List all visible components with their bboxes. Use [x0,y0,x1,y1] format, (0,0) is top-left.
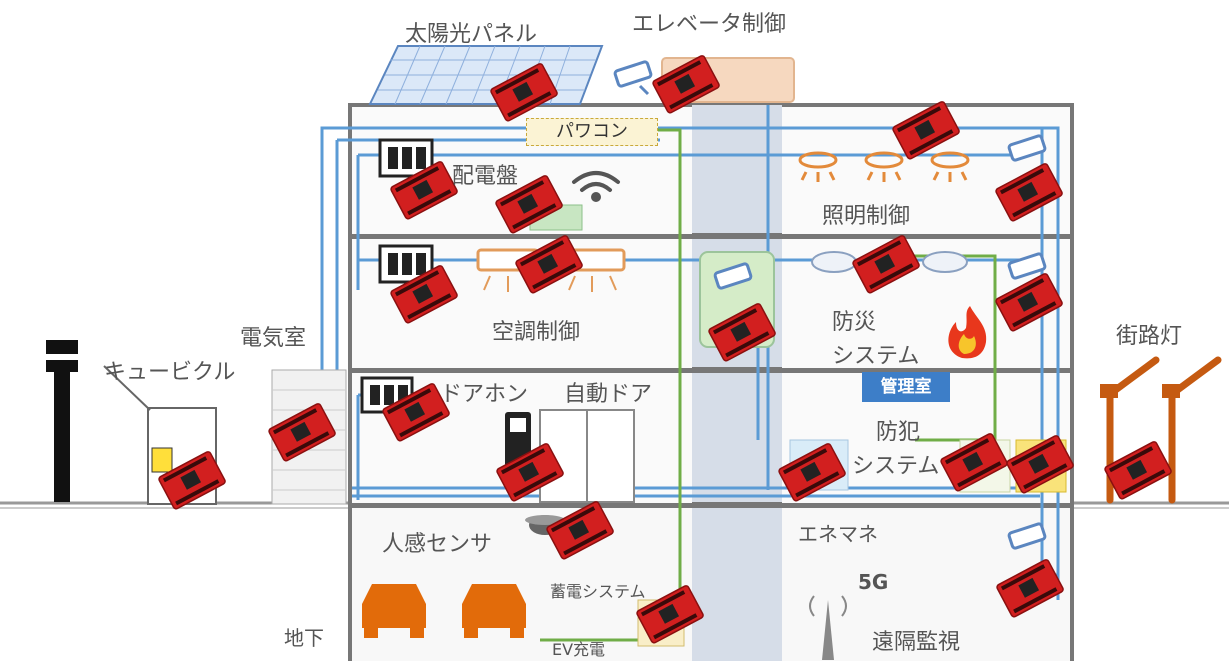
label-energy-management: エネマネ [798,522,878,546]
power-lines [540,128,997,642]
sliding-door-icon [539,409,635,503]
label-cubicle: キュービクル [104,360,236,385]
microcontroller-board-icon [852,235,920,294]
microcontroller-board-icon [268,403,336,462]
camera-icon [713,262,753,290]
car-icon [462,584,526,638]
microcontroller-board-icon [778,443,846,502]
label-disaster-prevention-2: システム [832,344,920,369]
label-elevator-control: エレベータ制御 [632,12,787,37]
smoke-detector-icon [811,251,968,273]
microcontroller-board-icon [940,433,1008,492]
ceiling-light-icon [798,151,970,182]
label-electrical-room: 電気室 [240,326,307,351]
microcontroller-board-icon [495,175,563,234]
microcontroller-board-icon [708,303,776,362]
microcontroller-board-icon [515,235,583,294]
microcontroller-board-icon [158,451,226,510]
label-door-phone: ドアホン [440,382,529,407]
camera-icon [613,60,1047,550]
microcontroller-board-icon [1104,441,1172,500]
label-lighting-control: 照明制御 [822,204,911,229]
label-storage-system: 蓄電システム [550,582,646,601]
label-ev-charging: EV充電 [552,640,606,659]
microcontroller-board-icon [995,273,1063,332]
label-solar-panel: 太陽光パネル [405,22,538,47]
microcontroller-board-icon [995,163,1063,222]
management-office-badge: 管理室 [862,372,950,402]
label-motion-sensor: 人感センサ [382,532,493,557]
microcontroller-board-icon [996,559,1064,618]
fire-icon [948,306,987,359]
label-5g: 5G [858,570,889,594]
label-remote-monitoring: 遠隔監視 [872,630,961,655]
microcontroller-boards [158,55,1172,644]
label-crime-prevention-1: 防犯 [876,420,921,445]
microcontroller-board-icon [892,101,960,160]
microcontroller-board-icon [496,443,564,502]
solar-panel-icon [368,45,604,105]
microcontroller-board-icon [382,383,450,442]
label-basement: 地下 [284,626,324,650]
microcontroller-board-icon [652,55,720,114]
microcontroller-board-icon [390,265,458,324]
label-disaster-prevention-1: 防災 [832,310,877,335]
microcontroller-board-icon [636,585,704,644]
label-power-conditioner: パワコン [526,118,658,146]
microcontroller-board-icon [1006,435,1074,494]
microcontroller-board-icon [546,501,614,560]
label-distribution-board: 配電盤 [452,164,519,189]
microcontroller-board-icon [490,63,558,122]
transmission-tower-icon [46,340,78,502]
label-air-conditioning-control: 空調制御 [492,320,581,345]
wifi-icon [572,171,620,202]
microcontroller-board-icon [390,161,458,220]
car-icon [362,584,426,638]
label-crime-prevention-2: システム [852,454,940,479]
antenna-icon [809,595,847,660]
label-street-light: 街路灯 [1116,324,1183,349]
label-automatic-door: 自動ドア [564,382,653,407]
